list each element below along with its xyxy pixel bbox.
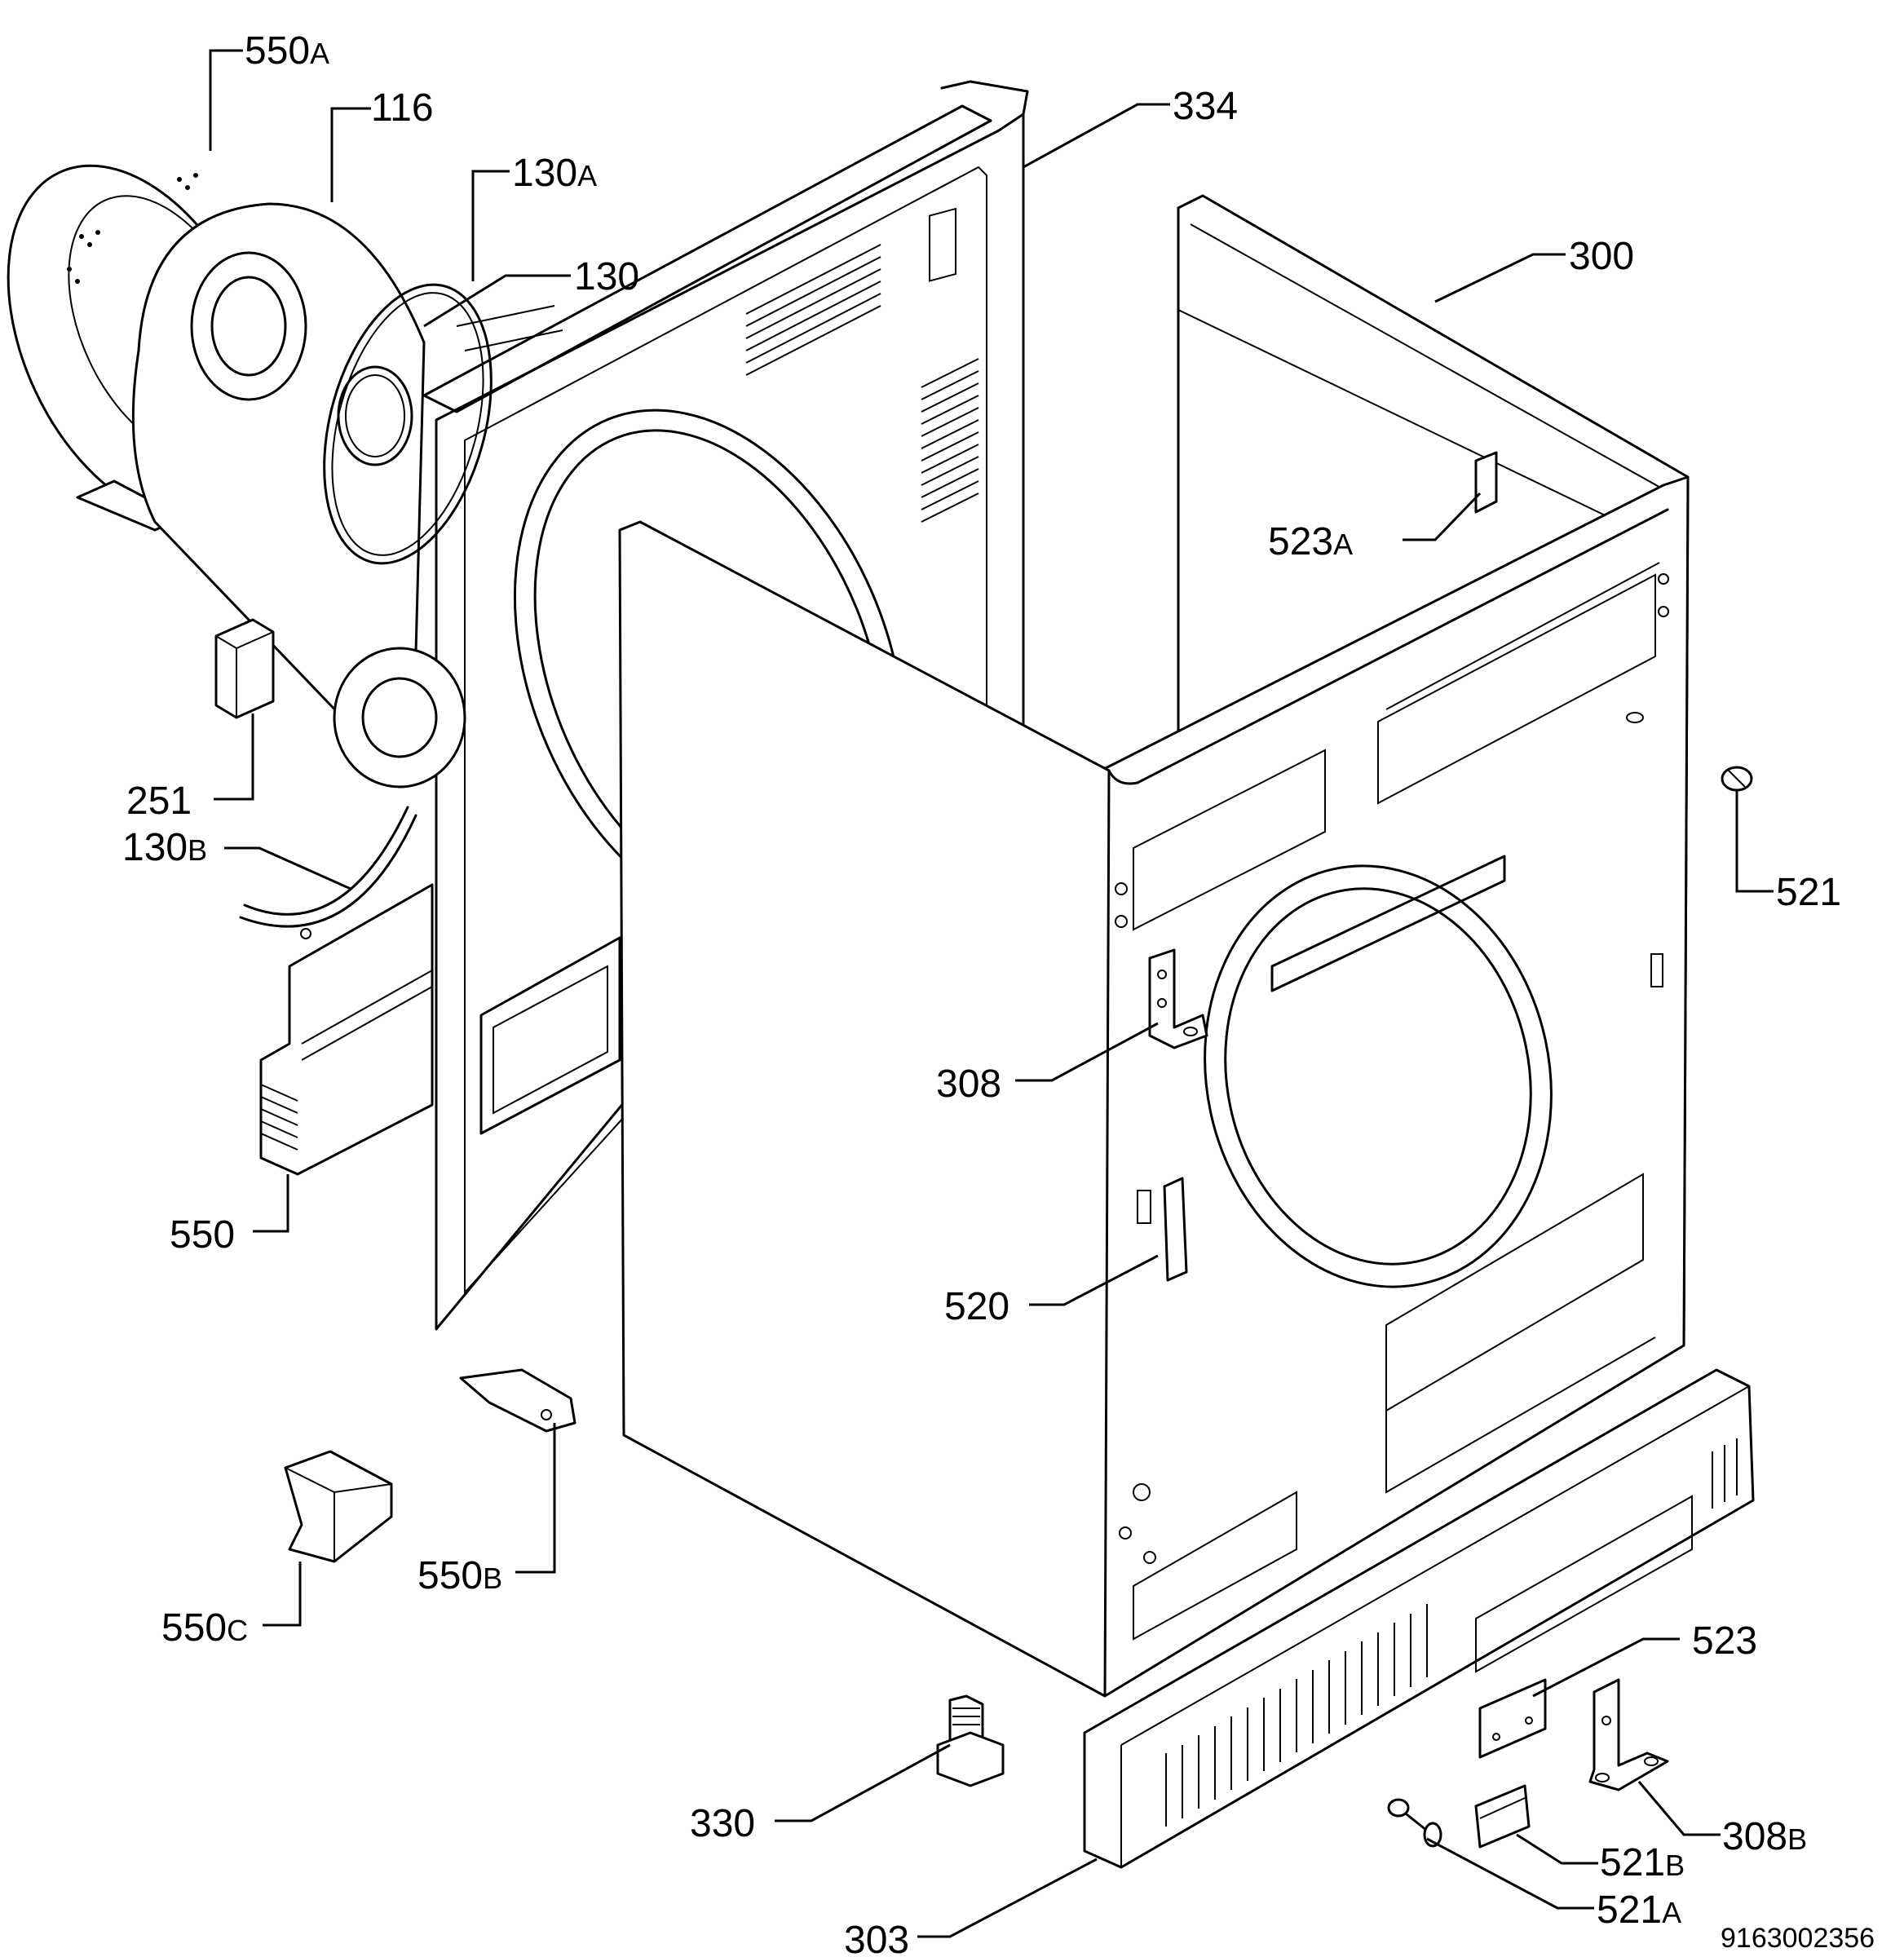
clip-550C [284, 1450, 393, 1563]
callout-308B: 308B [1722, 1815, 1807, 1858]
duct-550 [259, 883, 434, 1176]
cap-521 [1721, 766, 1753, 792]
gasket-130A [323, 283, 493, 565]
leader-lines [209, 49, 1774, 1938]
document-number: 9163002356 [1721, 1923, 1875, 1954]
seal-strip-130B [239, 806, 417, 928]
bracket-523 [1478, 1678, 1547, 1759]
kick-plate-303 [1083, 1368, 1755, 1869]
clip-550B [459, 1368, 577, 1433]
callout-308: 308 [936, 1062, 1001, 1106]
callout-130A: 130A [512, 152, 597, 195]
callout-130: 130 [574, 255, 639, 298]
callout-521B: 521B [1600, 1841, 1685, 1884]
callout-334: 334 [1173, 85, 1238, 128]
callout-550A: 550A [245, 29, 329, 73]
callout-251: 251 [126, 780, 192, 823]
callout-303: 303 [844, 1919, 909, 1957]
callout-521A: 521A [1597, 1889, 1681, 1932]
callout-550B: 550B [417, 1554, 502, 1597]
callout-550: 550 [170, 1213, 235, 1257]
callout-521: 521 [1776, 871, 1841, 914]
callout-550C: 550C [161, 1606, 248, 1650]
callout-330: 330 [690, 1802, 755, 1845]
latch-plate-523A [1474, 451, 1498, 514]
screw-521A [1387, 1798, 1442, 1848]
filter-block-251 [214, 618, 275, 719]
callout-523A: 523A [1268, 520, 1353, 563]
seal-130 [337, 305, 563, 466]
callout-520: 520 [944, 1285, 1009, 1328]
bracket-308 [1148, 948, 1208, 1049]
fan-cover-116 [131, 202, 466, 789]
bracket-308B [1588, 1678, 1669, 1791]
callout-130B: 130B [122, 826, 207, 869]
cabinet-300 [618, 194, 1690, 1698]
foot-330 [936, 1694, 1005, 1787]
callout-523: 523 [1692, 1619, 1757, 1663]
callout-116: 116 [371, 86, 434, 130]
pad-521B [1474, 1784, 1531, 1849]
catch-520 [1163, 1177, 1188, 1282]
callout-300: 300 [1569, 235, 1634, 278]
